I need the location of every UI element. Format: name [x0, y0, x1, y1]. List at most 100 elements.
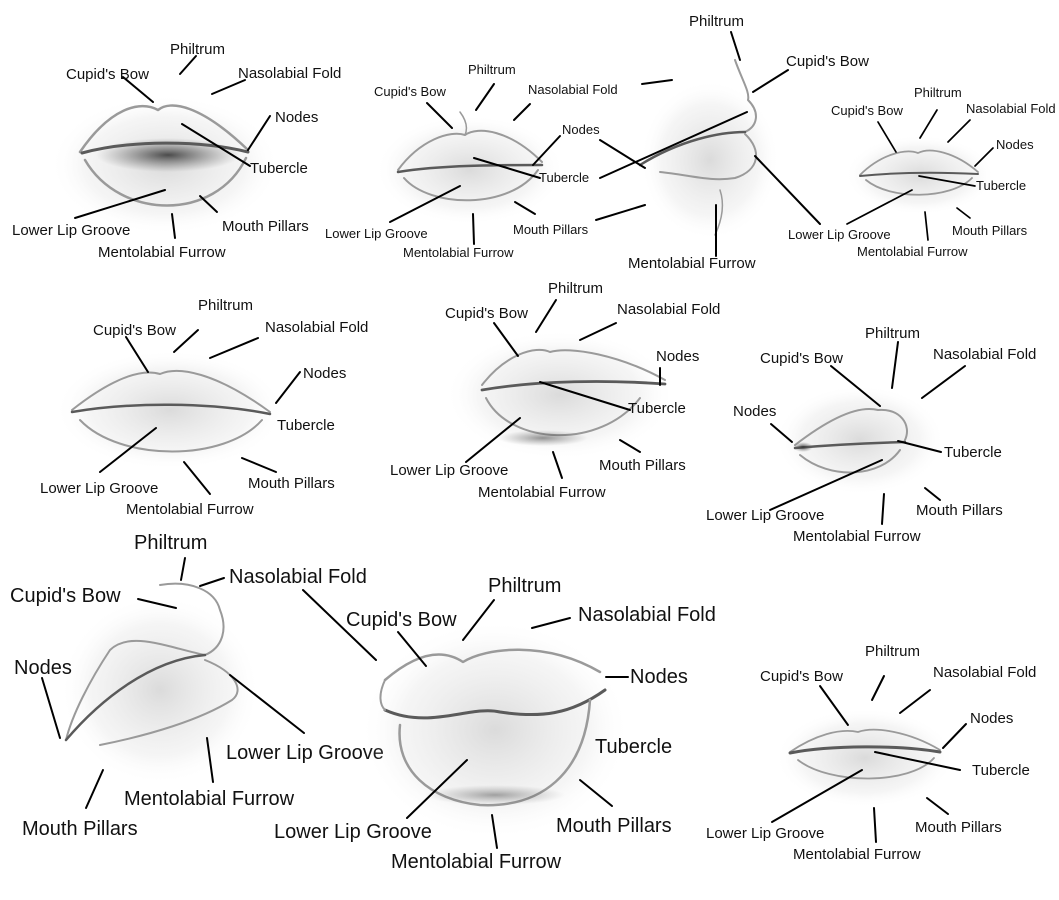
label-mouth-pillars: Mouth Pillars — [556, 815, 672, 837]
mouth-diagram-3: Philtrum Cupid's Bow Mentolabial Furrow — [595, 13, 869, 272]
label-mouth-pillars: Mouth Pillars — [915, 819, 1002, 836]
lip-sketch-9 — [360, 620, 630, 840]
mouth-diagram-9: Philtrum Cupid's Bow Nasolabial Fold Nod… — [274, 575, 716, 873]
callouts-9 — [302, 589, 629, 849]
label-cupids-bow: Cupid's Bow — [760, 350, 843, 367]
label-mentolabial-furrow: Mentolabial Furrow — [628, 255, 756, 272]
label-cupids-bow: Cupid's Bow — [760, 668, 843, 685]
lip-sketch-1 — [50, 95, 280, 235]
label-mentolabial-furrow: Mentolabial Furrow — [857, 244, 968, 259]
label-philtrum: Philtrum — [548, 280, 603, 297]
label-cupids-bow: Cupid's Bow — [66, 66, 149, 83]
label-philtrum: Philtrum — [689, 13, 744, 30]
label-philtrum: Philtrum — [865, 643, 920, 660]
label-cupids-bow: Cupid's Bow — [831, 103, 903, 118]
label-lower-lip-groove: Lower Lip Groove — [390, 462, 508, 479]
labels-10: Philtrum Cupid's Bow Nasolabial Fold Nod… — [706, 643, 1036, 863]
label-nodes: Nodes — [733, 403, 776, 420]
label-mentolabial-furrow: Mentolabial Furrow — [126, 501, 254, 518]
label-nasolabial-fold: Nasolabial Fold — [528, 82, 618, 97]
callouts-8 — [41, 557, 305, 809]
labels-8: Philtrum Cupid's Bow Nasolabial Fold Nod… — [10, 532, 384, 840]
label-mouth-pillars: Mouth Pillars — [599, 457, 686, 474]
labels-7: Philtrum Cupid's Bow Nasolabial Fold Nod… — [706, 325, 1036, 545]
label-mentolabial-furrow: Mentolabial Furrow — [98, 244, 226, 261]
label-cupids-bow: Cupid's Bow — [374, 84, 446, 99]
label-tubercle: Tubercle — [250, 160, 308, 177]
label-mentolabial-furrow: Mentolabial Furrow — [478, 484, 606, 501]
labels-4: Philtrum Cupid's Bow Nasolabial Fold Nod… — [788, 85, 1056, 259]
label-tubercle: Tubercle — [277, 417, 335, 434]
label-lower-lip-groove: Lower Lip Groove — [274, 821, 432, 843]
label-nasolabial-fold: Nasolabial Fold — [933, 346, 1036, 363]
label-philtrum: Philtrum — [468, 62, 516, 77]
label-lower-lip-groove: Lower Lip Groove — [226, 742, 384, 764]
mouth-diagram-2: Philtrum Cupid's Bow Nasolabial Fold Nod… — [325, 62, 618, 260]
labels-6: Philtrum Cupid's Bow Nasolabial Fold Nod… — [390, 280, 720, 501]
lip-sketch-8 — [60, 582, 260, 785]
lip-sketch-4 — [845, 135, 995, 215]
label-nodes: Nodes — [970, 710, 1013, 727]
label-tubercle: Tubercle — [944, 444, 1002, 461]
label-tubercle: Tubercle — [628, 400, 686, 417]
label-nodes: Nodes — [996, 137, 1034, 152]
label-lower-lip-groove: Lower Lip Groove — [325, 226, 428, 241]
label-nodes: Nodes — [562, 122, 600, 137]
labels-3: Philtrum Cupid's Bow Mentolabial Furrow — [628, 13, 869, 272]
callouts-3 — [595, 31, 821, 257]
label-nodes: Nodes — [14, 657, 72, 679]
lip-sketch-5 — [55, 350, 285, 470]
label-mouth-pillars: Mouth Pillars — [916, 502, 1003, 519]
labels-1: Philtrum Cupid's Bow Nasolabial Fold Nod… — [12, 41, 341, 261]
mouth-diagram-7: Philtrum Cupid's Bow Nasolabial Fold Nod… — [706, 325, 1036, 545]
label-mentolabial-furrow: Mentolabial Furrow — [793, 846, 921, 863]
callouts-7 — [769, 341, 966, 525]
label-tubercle: Tubercle — [595, 736, 672, 758]
mouth-diagram-5: Philtrum Cupid's Bow Nasolabial Fold Nod… — [40, 297, 368, 518]
callouts-10 — [771, 675, 967, 843]
label-nasolabial-fold: Nasolabial Fold — [578, 604, 716, 626]
label-cupids-bow: Cupid's Bow — [445, 305, 528, 322]
labels-5: Philtrum Cupid's Bow Nasolabial Fold Nod… — [40, 297, 368, 518]
lip-sketch-7 — [775, 385, 945, 495]
label-mouth-pillars: Mouth Pillars — [222, 218, 309, 235]
label-mentolabial-furrow: Mentolabial Furrow — [124, 788, 295, 810]
label-lower-lip-groove: Lower Lip Groove — [40, 480, 158, 497]
mouth-diagram-4: Philtrum Cupid's Bow Nasolabial Fold Nod… — [788, 85, 1056, 259]
label-lower-lip-groove: Lower Lip Groove — [706, 825, 824, 842]
label-nasolabial-fold: Nasolabial Fold — [966, 101, 1056, 116]
mouth-diagram-8: Philtrum Cupid's Bow Nasolabial Fold Nod… — [10, 532, 384, 840]
label-nasolabial-fold: Nasolabial Fold — [617, 301, 720, 318]
labels-2: Philtrum Cupid's Bow Nasolabial Fold Nod… — [325, 62, 618, 260]
label-mouth-pillars: Mouth Pillars — [248, 475, 335, 492]
mouth-diagram-6: Philtrum Cupid's Bow Nasolabial Fold Nod… — [390, 280, 720, 501]
mouth-diagram-1: Philtrum Cupid's Bow Nasolabial Fold Nod… — [12, 41, 341, 261]
label-philtrum: Philtrum — [134, 532, 207, 554]
callouts-2 — [389, 83, 561, 245]
label-nodes: Nodes — [275, 109, 318, 126]
label-mouth-pillars: Mouth Pillars — [22, 818, 138, 840]
callouts-5 — [99, 329, 301, 495]
label-cupids-bow: Cupid's Bow — [10, 585, 121, 607]
label-nasolabial-fold: Nasolabial Fold — [238, 65, 341, 82]
label-tubercle: Tubercle — [972, 762, 1030, 779]
label-cupids-bow: Cupid's Bow — [346, 609, 457, 631]
label-mentolabial-furrow: Mentolabial Furrow — [403, 245, 514, 260]
label-nasolabial-fold: Nasolabial Fold — [933, 664, 1036, 681]
label-nasolabial-fold: Nasolabial Fold — [265, 319, 368, 336]
label-mentolabial-furrow: Mentolabial Furrow — [793, 528, 921, 545]
callouts-6 — [465, 299, 661, 479]
label-philtrum: Philtrum — [865, 325, 920, 342]
label-lower-lip-groove: Lower Lip Groove — [12, 222, 130, 239]
label-mouth-pillars: Mouth Pillars — [513, 222, 589, 237]
label-cupids-bow: Cupid's Bow — [93, 322, 176, 339]
label-tubercle: Tubercle — [976, 178, 1026, 193]
lip-sketch-2 — [375, 111, 565, 225]
label-nodes: Nodes — [303, 365, 346, 382]
label-philtrum: Philtrum — [488, 575, 561, 597]
label-cupids-bow: Cupid's Bow — [786, 53, 869, 70]
callouts-1 — [74, 55, 271, 239]
lip-sketch-10 — [775, 708, 955, 808]
label-philtrum: Philtrum — [914, 85, 962, 100]
